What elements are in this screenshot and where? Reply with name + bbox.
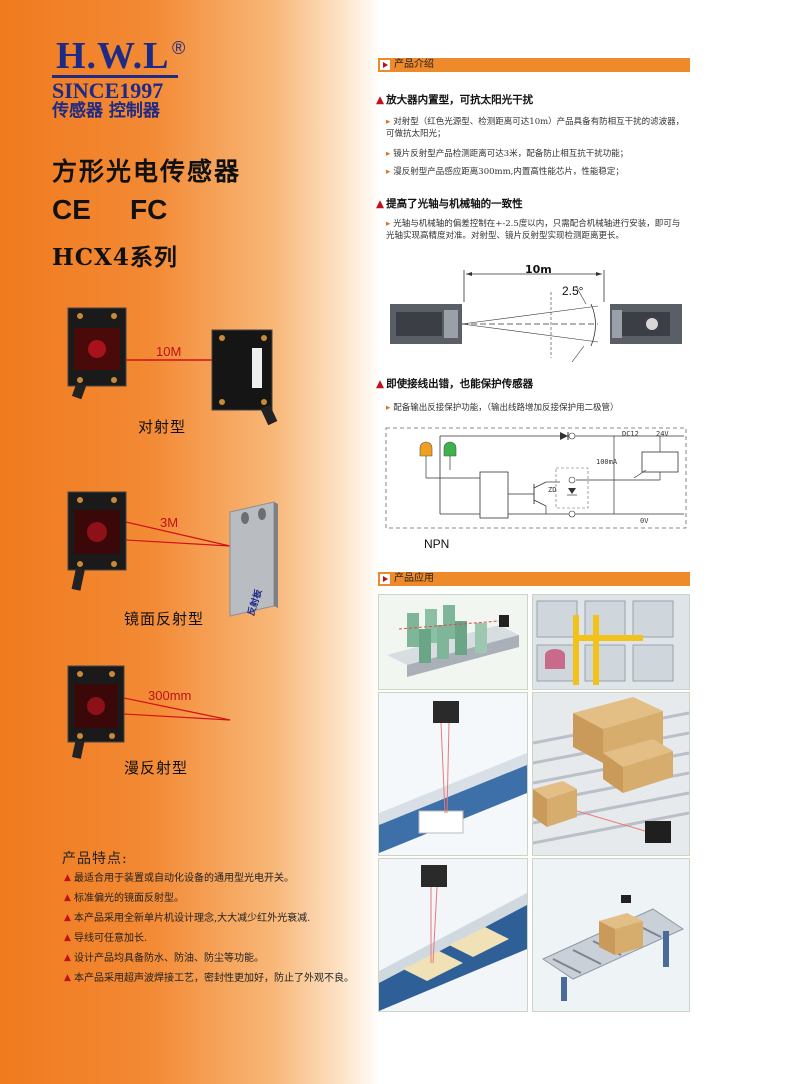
features-title: 产品特点: <box>62 851 128 867</box>
application-image-bottles <box>378 594 528 690</box>
circuit-current: 100mA <box>596 458 618 466</box>
diffuse-illustration <box>67 665 231 759</box>
application-image-shelving <box>532 594 690 690</box>
circuit-ground: 0V <box>640 517 649 525</box>
application-image-boxes <box>532 692 690 856</box>
circuit-voltage: 24V <box>656 430 669 438</box>
intro-heading-2: ▲提高了光轴与机械轴的一致性 <box>376 198 523 210</box>
axis-angle-label: 2.5° <box>562 284 584 298</box>
feature-item: ▲本产品采用超声波焊接工艺，密封性更加好，防止了外观不良。 <box>64 973 354 984</box>
features-list: ▲最适合用于装置或自动化设备的通用型光电开关。 ▲标准偏光的镜面反射型。 ▲本产… <box>64 872 364 992</box>
application-image-packages <box>378 858 528 1012</box>
feature-item: ▲设计产品均具备防水、防油、防尘等功能。 <box>64 953 264 964</box>
through-beam-label: 对射型 <box>138 418 187 436</box>
play-icon <box>380 60 390 70</box>
product-title: 方形光电传感器 <box>52 157 242 186</box>
circuit-zd: ZD <box>548 486 557 494</box>
mirror-reflective-illustration <box>67 491 278 617</box>
feature-item: ▲最适合用于装置或自动化设备的通用型光电开关。 <box>64 873 294 884</box>
feature-item: ▲导线可任意加长. <box>64 933 148 944</box>
logo-divider <box>52 75 178 78</box>
circuit-supply: DC12 <box>622 430 639 438</box>
application-image-conveyor-1 <box>378 692 528 856</box>
intro-point: ▸对射型（红色光源型、检测距离可达10m）产品具备有防相互干扰的滤波器，可做抗太… <box>386 117 685 139</box>
intro-point: ▸漫反射型产品感应距离300mm,内置高性能芯片，性能稳定； <box>386 167 624 177</box>
fc-mark: FC <box>130 194 168 225</box>
brand-tagline: 传感器 控制器 <box>52 101 160 121</box>
registered-mark: ® <box>172 38 186 58</box>
brand-logo: H.W.L <box>56 35 170 77</box>
left-gradient-panel <box>0 0 380 1084</box>
application-image-roller <box>532 858 690 1012</box>
brand-since: SINCE1997 <box>52 78 164 103</box>
axis-alignment-diagram <box>390 270 682 363</box>
mirror-reflective-distance: 3M <box>160 515 179 530</box>
mirror-reflective-label: 镜面反射型 <box>124 610 205 628</box>
section-bar-applications: 产品应用 <box>378 572 690 586</box>
npn-circuit-diagram <box>385 427 687 529</box>
diffuse-label: 漫反射型 <box>124 759 189 777</box>
through-beam-illustration <box>67 307 278 426</box>
intro-point: ▸镜片反射型产品检测距离可达3米，配备防止相互抗干扰功能； <box>386 149 629 159</box>
series-name: HCX4系列 <box>52 244 178 271</box>
intro-point: ▸配备输出反接保护功能，（输出线路增加反接保护用二极管） <box>386 403 619 413</box>
feature-item: ▲标准偏光的镜面反射型。 <box>64 893 184 904</box>
ce-mark: CE <box>52 194 91 225</box>
feature-item: ▲本产品采用全新单片机设计理念,大大减少红外光衰减. <box>64 913 311 924</box>
axis-distance-label: 10m <box>525 263 552 276</box>
diffuse-distance: 300mm <box>148 688 192 703</box>
play-icon <box>380 574 390 584</box>
intro-heading-3: ▲即使接线出错，也能保护传感器 <box>376 378 534 390</box>
circuit-type: NPN <box>424 537 450 551</box>
section-bar-intro: 产品介绍 <box>378 58 690 72</box>
through-beam-distance: 10M <box>156 344 182 359</box>
intro-point: ▸光轴与机械轴的偏差控制在+-2.5度以内，只需配合机械轴进行安装，即可与光轴实… <box>386 219 681 241</box>
intro-heading-1: ▲放大器内置型，可抗太阳光干扰 <box>376 94 534 106</box>
